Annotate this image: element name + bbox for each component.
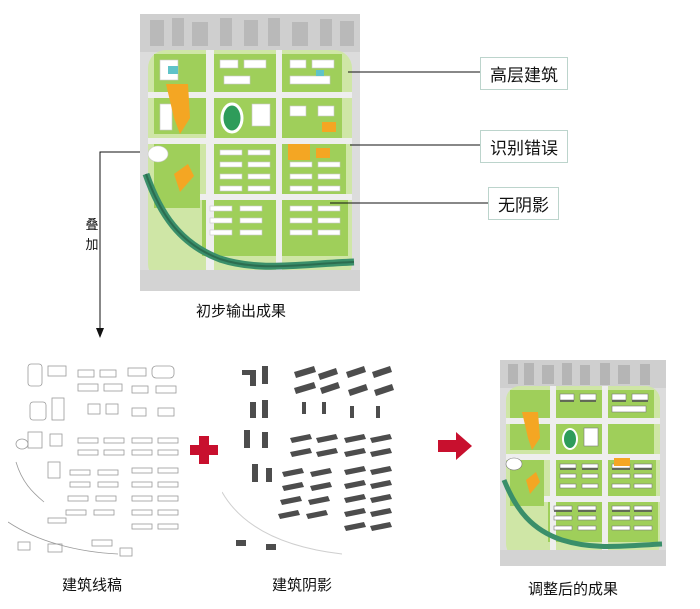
building-shadow-map bbox=[221, 352, 412, 562]
callout-no-shadow: 无阴影 bbox=[488, 187, 559, 220]
building-outline-caption: 建筑线稿 bbox=[62, 576, 123, 594]
callout-recognition-error: 识别错误 bbox=[480, 130, 568, 163]
building-shadow-caption: 建筑阴影 bbox=[272, 576, 333, 594]
overlay-label-char: 加 bbox=[85, 238, 99, 253]
building-outline-map bbox=[7, 352, 198, 562]
initial-output-map bbox=[140, 14, 360, 291]
initial-output-caption: 初步输出成果 bbox=[196, 302, 287, 320]
overlay-label: 叠加 bbox=[84, 216, 100, 256]
adjusted-result-map bbox=[500, 360, 666, 566]
adjusted-result-caption: 调整后的成果 bbox=[528, 580, 619, 598]
arrow-right-icon bbox=[438, 432, 472, 460]
overlay-label-char: 叠 bbox=[85, 218, 99, 233]
plus-icon bbox=[190, 436, 218, 464]
callout-high-rise: 高层建筑 bbox=[480, 57, 568, 90]
